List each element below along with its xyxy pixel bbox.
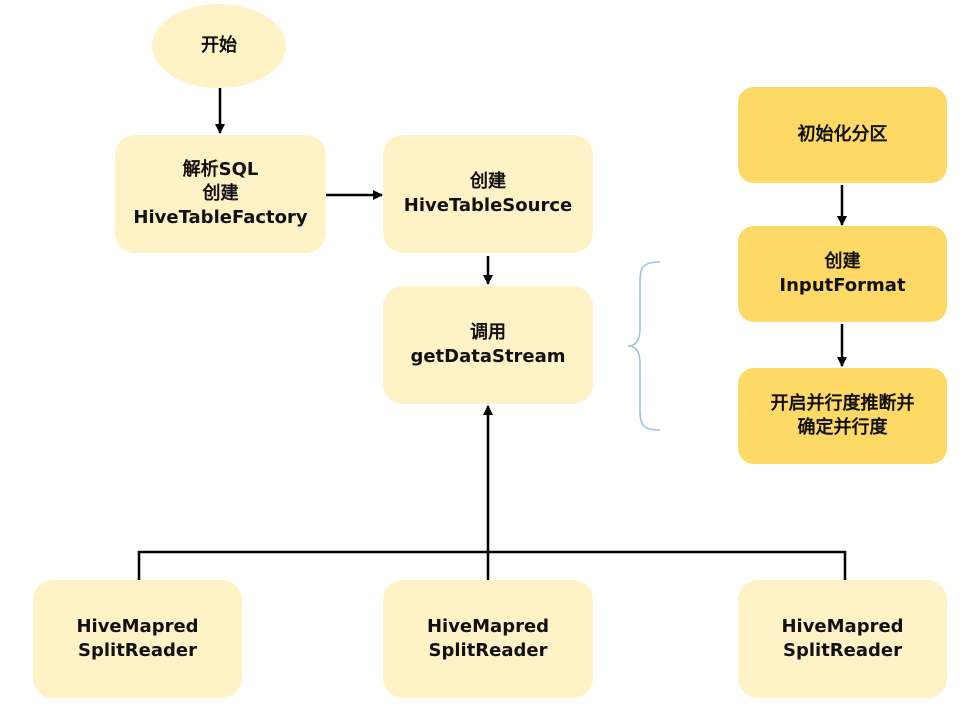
parse-line-3: HiveTableFactory bbox=[133, 207, 308, 228]
input-line-2: InputFormat bbox=[779, 275, 906, 296]
reader-mid-line-2: SplitReader bbox=[428, 640, 548, 661]
stream-line-2: getDataStream bbox=[410, 346, 566, 367]
get-data-stream-node: 调用 getDataStream bbox=[383, 286, 593, 404]
parallel-line-1: 开启并行度推断并 bbox=[770, 393, 915, 414]
reader-right-line-1: HiveMapred bbox=[781, 616, 904, 637]
split-reader-middle: HiveMapred SplitReader bbox=[383, 580, 593, 698]
parse-sql-node: 解析SQL 创建 HiveTableFactory bbox=[115, 135, 326, 253]
parallelism-node: 开启并行度推断并 确定并行度 bbox=[738, 368, 947, 464]
curly-brace bbox=[627, 261, 661, 431]
create-inputformat-node: 创建 InputFormat bbox=[738, 226, 947, 322]
source-line-2: HiveTableSource bbox=[403, 195, 573, 216]
reader-left-line-2: SplitReader bbox=[78, 640, 197, 661]
stream-line-1: 调用 bbox=[470, 322, 506, 343]
create-source-node: 创建 HiveTableSource bbox=[383, 135, 593, 253]
parallel-line-2: 确定并行度 bbox=[797, 417, 888, 438]
split-reader-left: HiveMapred SplitReader bbox=[33, 580, 242, 698]
split-reader-right: HiveMapred SplitReader bbox=[738, 580, 947, 698]
reader-left-line-1: HiveMapred bbox=[76, 616, 199, 637]
start-node: 开始 bbox=[152, 4, 286, 88]
input-line-1: 创建 bbox=[824, 251, 861, 272]
reader-mid-line-1: HiveMapred bbox=[426, 616, 550, 637]
source-line-1: 创建 bbox=[470, 171, 506, 192]
partition-label: 初始化分区 bbox=[797, 124, 888, 145]
reader-bus bbox=[137, 550, 847, 580]
parse-line-1: 解析SQL bbox=[182, 159, 259, 180]
parse-line-2: 创建 bbox=[202, 183, 239, 204]
init-partition-node: 初始化分区 bbox=[738, 87, 947, 183]
reader-right-line-2: SplitReader bbox=[783, 640, 902, 661]
start-label: 开始 bbox=[201, 35, 237, 56]
